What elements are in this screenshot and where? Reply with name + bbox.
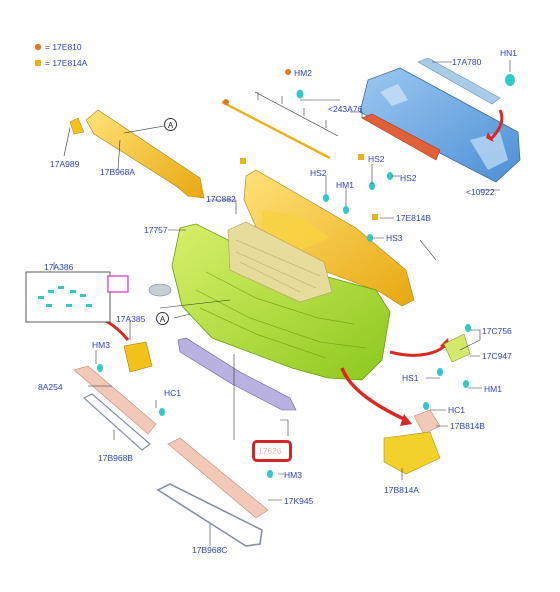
hm2-strip bbox=[221, 91, 339, 160]
legend-dot-icon bbox=[34, 43, 42, 51]
label-8a254: 8A254 bbox=[38, 382, 63, 392]
label-hs1: HS1 bbox=[402, 373, 419, 383]
label-hs2-top: HS2 bbox=[368, 154, 385, 164]
label-hs2-left: HS2 bbox=[310, 168, 327, 178]
side-grille-left bbox=[73, 365, 157, 435]
clip-hm2-icon bbox=[296, 89, 304, 99]
bracket-17b814b bbox=[413, 409, 441, 435]
label-hm3-bottom: HM3 bbox=[284, 470, 302, 480]
label-17c882: 17C882 bbox=[206, 194, 236, 204]
part-marker-icon bbox=[107, 275, 129, 293]
label-hn1: HN1 bbox=[500, 48, 518, 58]
red-arrow-bracket bbox=[340, 367, 407, 422]
label-17c947: 17C947 bbox=[482, 351, 512, 361]
bracket-17b814a bbox=[383, 431, 441, 475]
radiator-support-rail bbox=[417, 57, 501, 105]
label-hs3: HS3 bbox=[386, 233, 403, 243]
clip-icons bbox=[97, 172, 471, 478]
callout-a-mid: A bbox=[156, 312, 169, 325]
label-17c756: 17C756 bbox=[482, 326, 512, 336]
label-hm1-right: HM1 bbox=[484, 384, 502, 394]
red-arrow-side bbox=[389, 342, 448, 357]
lower-grille-frame bbox=[156, 483, 263, 547]
label-17626-highlighted: 17626 bbox=[258, 446, 282, 456]
side-bracket-17c947 bbox=[443, 333, 471, 363]
bumper-reinforcement bbox=[359, 67, 521, 183]
label-hc1-left: HC1 bbox=[164, 388, 182, 398]
label-17b968b: 17B968B bbox=[98, 453, 133, 463]
legend-dot-label: = 17E810 bbox=[45, 42, 82, 52]
clip-hn1-icon bbox=[505, 74, 515, 86]
label-17b968c: 17B968C bbox=[192, 545, 228, 555]
leader-lines bbox=[53, 60, 511, 546]
label-243a76: <243A76 bbox=[328, 104, 363, 114]
label-17k945: 17K945 bbox=[284, 496, 314, 506]
callout-a-top: A bbox=[164, 118, 177, 131]
label-17a780: 17A780 bbox=[452, 57, 482, 67]
lower-molding bbox=[177, 337, 297, 411]
label-10922: <10922 bbox=[466, 187, 495, 197]
label-hm1-top: HM1 bbox=[336, 180, 354, 190]
label-17b968a: 17B968A bbox=[100, 167, 135, 177]
label-17a989: 17A989 bbox=[50, 159, 80, 169]
label-hs2-right: HS2 bbox=[400, 173, 417, 183]
label-hc1-right: HC1 bbox=[448, 405, 466, 415]
legend-square-label: = 17E814A bbox=[45, 58, 88, 68]
label-17757: 17757 bbox=[144, 225, 168, 235]
label-17a385: 17A385 bbox=[116, 314, 146, 324]
emblem bbox=[148, 283, 172, 297]
legend-square-icon bbox=[35, 60, 41, 66]
label-hm3-left: HM3 bbox=[92, 340, 110, 350]
red-arrow-hn1 bbox=[488, 109, 504, 142]
lower-grille bbox=[167, 437, 269, 519]
label-hm2: HM2 bbox=[294, 68, 312, 78]
label-17a386: 17A386 bbox=[44, 262, 74, 272]
clip-kit-icons bbox=[38, 286, 92, 307]
bumper-bracket-left bbox=[69, 109, 205, 199]
label-17e814b: 17E814B bbox=[396, 213, 431, 223]
highlight-box bbox=[252, 440, 292, 462]
bracket-17a385 bbox=[123, 341, 153, 373]
label-17b814b: 17B814B bbox=[450, 421, 485, 431]
label-17b814a: 17B814A bbox=[384, 485, 419, 495]
grille-frame-left bbox=[82, 393, 151, 451]
upper-grille bbox=[227, 221, 333, 303]
energy-absorber bbox=[361, 113, 441, 161]
